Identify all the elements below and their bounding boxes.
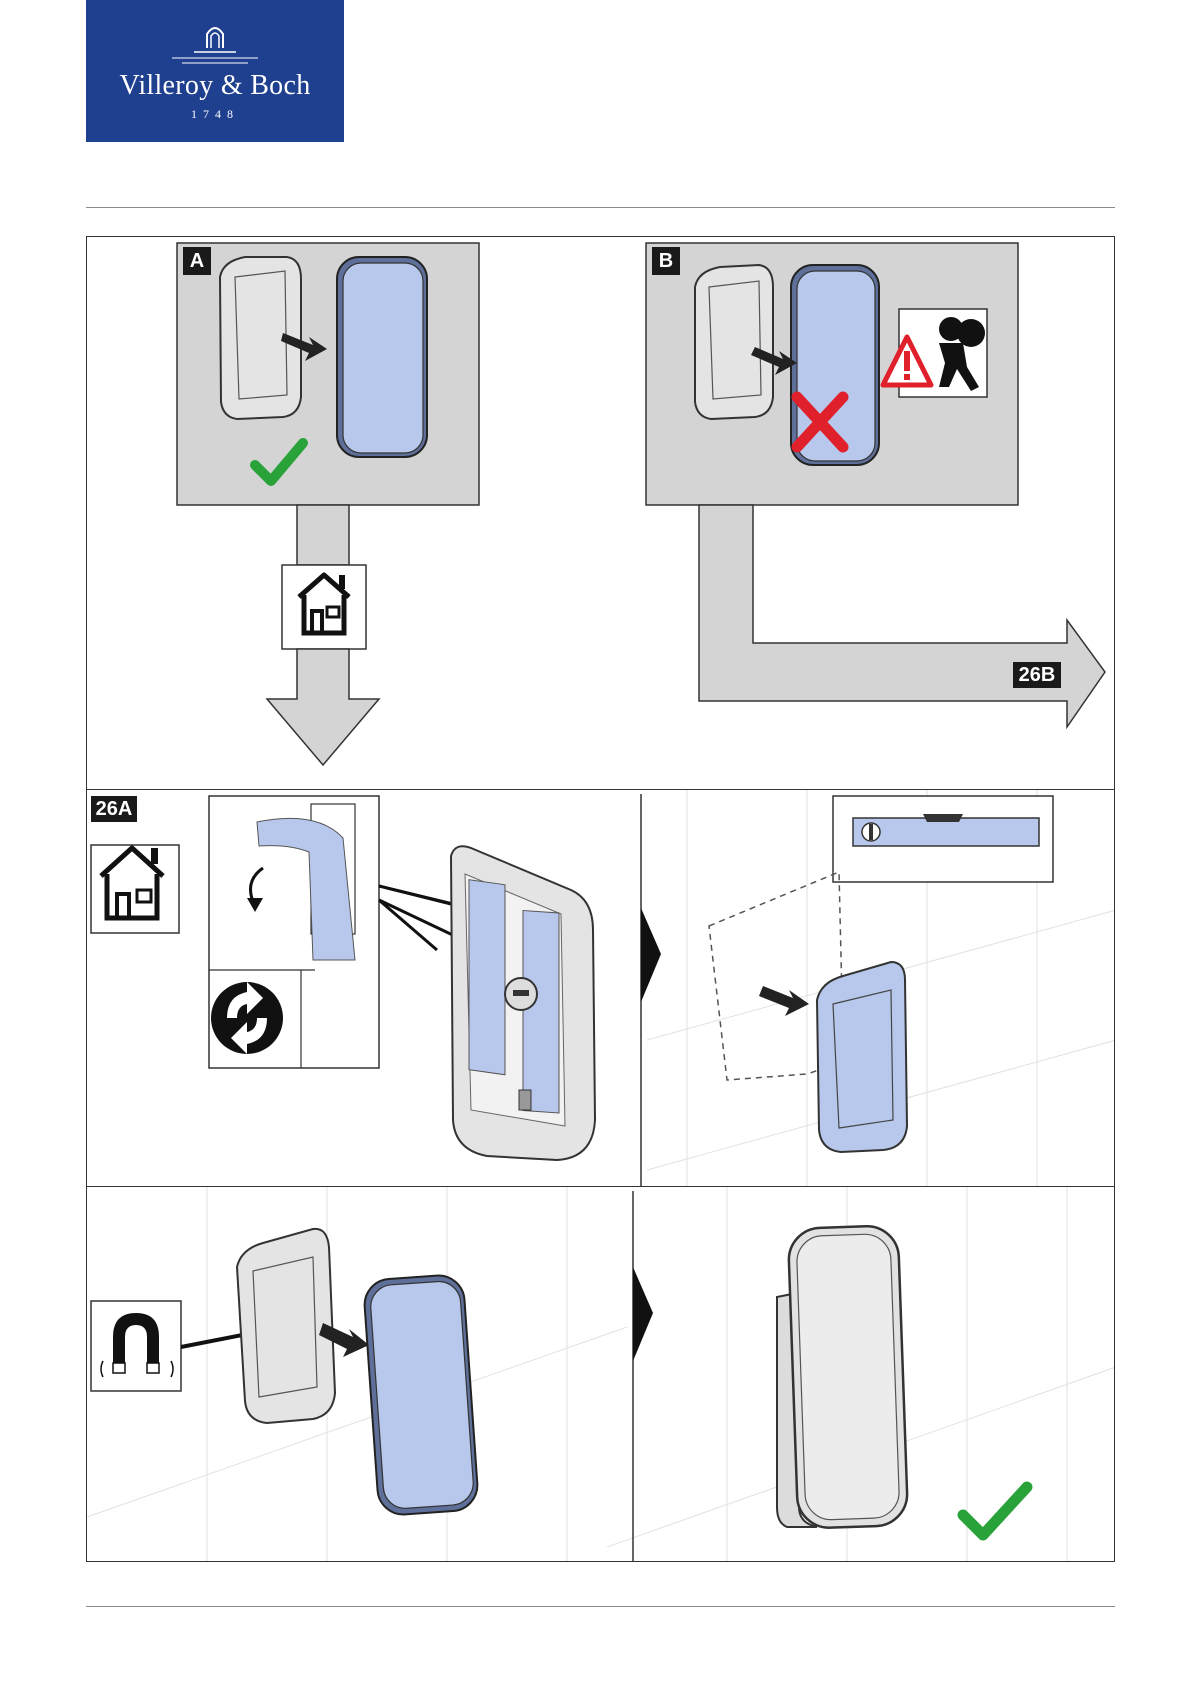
step-26a-label: 26A xyxy=(91,796,137,822)
down-arrow-icon xyxy=(267,649,379,765)
wall-holder-c xyxy=(237,1229,335,1423)
mounted-device xyxy=(777,1225,908,1529)
next-step-label: 26B xyxy=(1013,662,1061,688)
header-divider xyxy=(86,207,1115,208)
decision-panel: A B 26B xyxy=(86,236,1115,791)
wall-holder-back xyxy=(451,846,595,1160)
spirit-level-icon xyxy=(853,814,1039,846)
attach-device-panel xyxy=(86,1186,1115,1562)
option-b-label: B xyxy=(652,247,680,275)
footer-divider xyxy=(86,1606,1115,1607)
step-26a-panel: 26A xyxy=(86,789,1115,1187)
remote-device-a xyxy=(337,257,427,457)
wall-holder-b xyxy=(695,265,773,419)
check-icon xyxy=(963,1487,1027,1535)
brand-name: Villeroy & Boch xyxy=(86,70,344,102)
green-dot-recycling-icon xyxy=(211,982,283,1054)
attach-arrow-icon xyxy=(759,986,809,1016)
right-arrow-icon xyxy=(699,505,1105,727)
wall-holder-mounted xyxy=(817,962,907,1152)
villeroy-boch-logo: Villeroy & Boch 1748 xyxy=(86,0,344,142)
fountain-emblem-icon xyxy=(86,0,344,80)
remote-device-c xyxy=(363,1274,479,1516)
brand-year: 1748 xyxy=(86,107,344,122)
option-a-label: A xyxy=(183,247,211,275)
